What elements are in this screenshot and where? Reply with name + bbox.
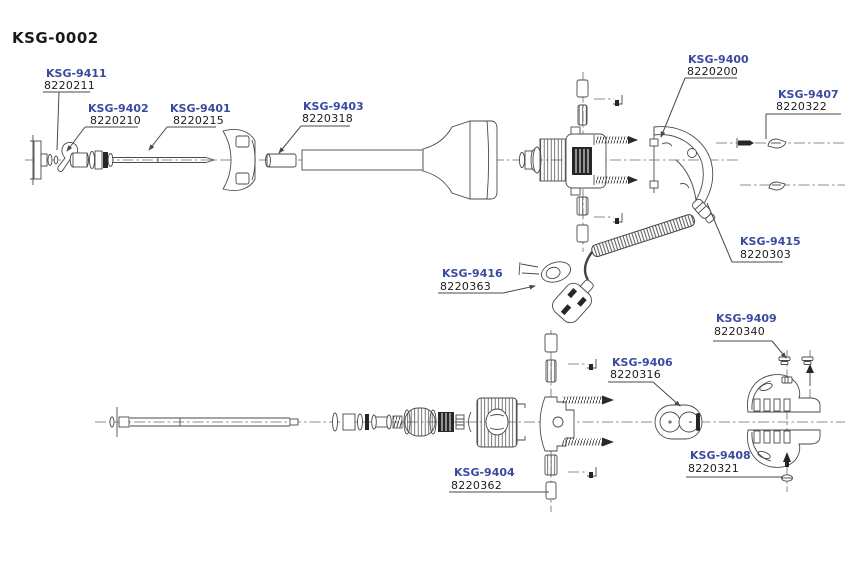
part-number: 8220303 xyxy=(740,248,791,261)
part-number: 8220340 xyxy=(714,325,765,338)
part-label-ksg-9415: KSG-9415 8220303 xyxy=(740,235,801,261)
part-code[interactable]: KSG-9416 xyxy=(442,267,503,280)
leader-ksg-9403 xyxy=(279,125,350,153)
part-number: 8220362 xyxy=(451,479,502,492)
power-plug xyxy=(518,261,594,324)
part-code[interactable]: KSG-9400 xyxy=(688,53,749,66)
part-code[interactable]: KSG-9407 xyxy=(778,88,839,101)
leader-ksg-9411 xyxy=(43,91,90,151)
coupler-knob xyxy=(222,129,256,191)
part-number: 8220210 xyxy=(90,114,141,127)
part-code[interactable]: KSG-9401 xyxy=(170,102,231,115)
part-number: 8220215 xyxy=(173,114,224,127)
part-code[interactable]: KSG-9415 xyxy=(740,235,801,248)
housing-shell xyxy=(649,126,714,206)
drive-shaft xyxy=(112,157,216,163)
part-label-ksg-9403: KSG-9403 8220318 xyxy=(302,100,364,125)
part-code[interactable]: KSG-9404 xyxy=(454,466,515,479)
leader-ksg-9409 xyxy=(713,340,786,358)
bearing-stack xyxy=(88,150,114,170)
part-code[interactable]: KSG-9409 xyxy=(716,312,777,325)
leader-ksg-9400 xyxy=(661,77,737,137)
spindle-rod xyxy=(109,407,299,437)
part-number: 8220316 xyxy=(610,368,661,381)
end-bracket xyxy=(539,396,575,452)
bushing-pins-bottom xyxy=(544,333,558,500)
part-code[interactable]: KSG-9408 xyxy=(690,449,751,462)
part-code[interactable]: KSG-9411 xyxy=(46,67,107,80)
leader-ksg-9406 xyxy=(608,381,680,406)
commutator xyxy=(438,412,454,432)
washer-stack-bottom xyxy=(332,412,403,432)
leader-ksg-9401 xyxy=(149,126,216,150)
pinion-gear xyxy=(455,411,472,433)
part-label-ksg-9408: KSG-9408 8220321 xyxy=(688,449,751,475)
clip-parts-right xyxy=(767,138,787,191)
cord-boot xyxy=(692,198,716,224)
part-label-ksg-9411: KSG-9411 8220211 xyxy=(44,67,107,92)
armature xyxy=(403,407,437,437)
part-label-ksg-9404: KSG-9404 8220362 xyxy=(451,466,515,492)
blender-tube xyxy=(301,149,424,171)
bearing-sleeve xyxy=(69,152,89,168)
bushing-pins-top xyxy=(576,79,589,243)
leader-ksg-9407 xyxy=(765,113,841,139)
grip-shell-top xyxy=(747,374,821,413)
blade-part xyxy=(30,135,59,185)
shaft-sleeve xyxy=(265,153,297,168)
grip-shell-bottom xyxy=(747,429,821,468)
gearbox-bell xyxy=(422,120,498,200)
coiled-cord xyxy=(583,214,696,281)
part-label-ksg-9407: KSG-9407 8220322 xyxy=(776,88,839,113)
part-number: 8220318 xyxy=(302,112,353,125)
motor-assembly-top xyxy=(532,126,607,196)
part-label-ksg-9400: KSG-9400 8220200 xyxy=(687,53,749,78)
part-code[interactable]: KSG-9406 xyxy=(612,356,673,369)
part-number: 8220363 xyxy=(440,280,491,293)
part-code[interactable]: KSG-9403 xyxy=(303,100,364,113)
part-number: 8220211 xyxy=(44,79,95,92)
part-number: 8220200 xyxy=(687,65,738,78)
part-label-ksg-9406: KSG-9406 8220316 xyxy=(610,356,673,381)
screws-bottom xyxy=(562,395,614,447)
leader-ksg-9402 xyxy=(67,126,138,151)
clip-screw xyxy=(736,138,754,148)
part-number: 8220321 xyxy=(688,462,739,475)
stator xyxy=(476,397,526,448)
corner-clips-bottom xyxy=(587,359,597,478)
screws-top xyxy=(593,135,638,185)
corner-clips-top xyxy=(613,95,623,224)
part-label-ksg-9409: KSG-9409 8220340 xyxy=(714,312,777,338)
page-title: KSG-0002 xyxy=(12,29,99,47)
part-label-ksg-9416: KSG-9416 8220363 xyxy=(440,267,503,293)
leader-ksg-9416 xyxy=(438,286,535,294)
part-label-ksg-9401: KSG-9401 8220215 xyxy=(170,102,231,127)
part-code[interactable]: KSG-9402 xyxy=(88,102,149,115)
leader-ksg-9415 xyxy=(706,202,783,263)
switch-plate xyxy=(654,404,703,440)
part-label-ksg-9402: KSG-9402 8220210 xyxy=(88,102,149,127)
part-number: 8220322 xyxy=(776,100,827,113)
